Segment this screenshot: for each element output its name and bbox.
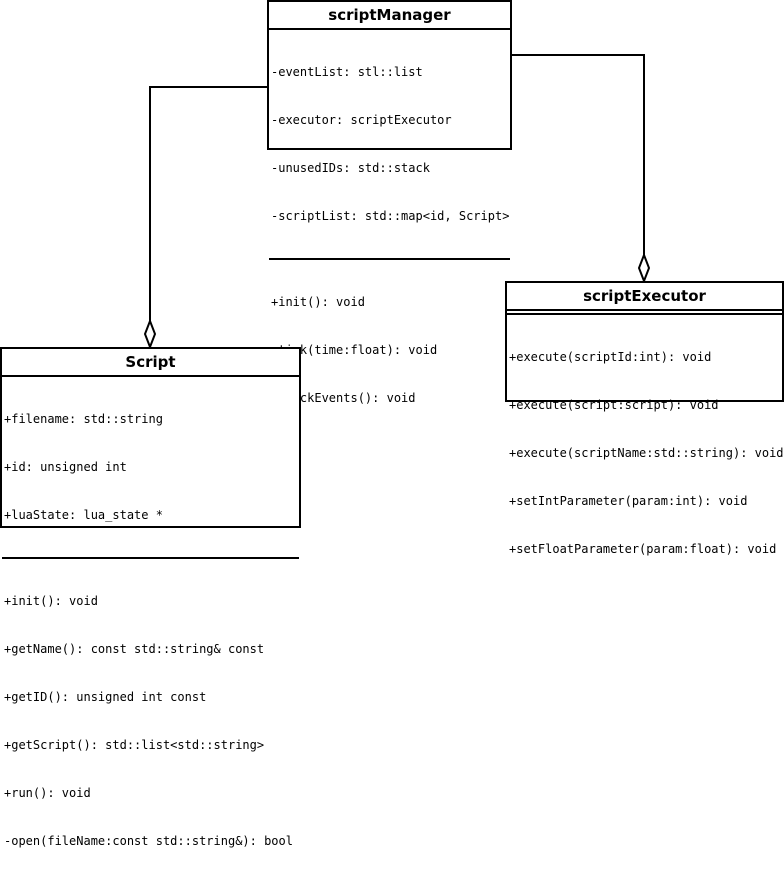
method: +getName(): const std::string& const (4, 642, 265, 656)
aggregation-diamond-script (143, 318, 157, 350)
method: +execute(scriptId:int): void (509, 350, 712, 364)
class-name: scriptExecutor (507, 283, 782, 311)
attribute: +filename: std::string (4, 412, 163, 426)
method: +init(): void (271, 295, 365, 309)
method: +execute(script:script): void (509, 398, 719, 412)
methods-section: +init(): void +getName(): const std::str… (2, 557, 299, 883)
attribute: +luaState: lua_state * (4, 508, 163, 522)
class-name: Script (2, 349, 299, 377)
method: -open(fileName:const std::string&): bool (4, 834, 293, 848)
method: +execute(scriptName:std::string): void (509, 446, 784, 460)
attributes-section: +filename: std::string +id: unsigned int… (2, 377, 299, 557)
methods-section: +execute(scriptId:int): void +execute(sc… (507, 313, 784, 591)
aggregation-diamond-executor (637, 252, 651, 284)
attribute: -scriptList: std::map<id, Script> (271, 209, 510, 223)
method: +run(): void (4, 786, 91, 800)
class-scriptExecutor[interactable]: scriptExecutor +execute(scriptId:int): v… (505, 281, 784, 556)
method: -checkEvents(): void (271, 391, 416, 405)
connectors-layer (143, 54, 651, 350)
methods-section: +init(): void +tick(time:float): void -c… (269, 258, 510, 440)
method: +setFloatParameter(param:float): void (509, 542, 777, 556)
method: +getScript(): std::list<std::string> (4, 738, 265, 752)
aggregation-line-script (149, 86, 269, 322)
method: +setIntParameter(param:int): void (509, 494, 748, 508)
attribute: -executor: scriptExecutor (271, 113, 452, 127)
aggregation-line-executor (511, 54, 645, 256)
class-Script[interactable]: Script +filename: std::string +id: unsig… (0, 347, 301, 848)
class-scriptManager[interactable]: scriptManager -eventList: stl::list -exe… (267, 0, 512, 405)
method: +init(): void (4, 594, 98, 608)
class-name: scriptManager (269, 2, 510, 30)
attributes-section: -eventList: stl::list -executor: scriptE… (269, 30, 510, 258)
attribute: -eventList: stl::list (271, 65, 423, 79)
attribute: -unusedIDs: std::stack (271, 161, 430, 175)
attribute: +id: unsigned int (4, 460, 127, 474)
method: +tick(time:float): void (271, 343, 438, 357)
method: +getID(): unsigned int const (4, 690, 207, 704)
